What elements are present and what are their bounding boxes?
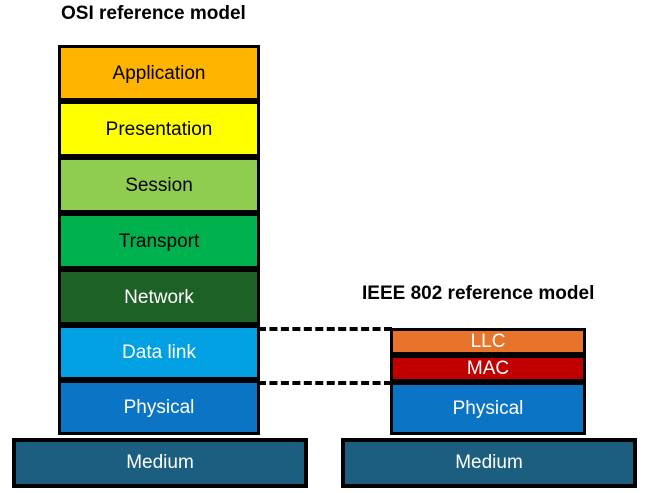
ieee-layer-stack: LLC MAC Physical bbox=[390, 328, 586, 435]
osi-layer-label: Physical bbox=[123, 397, 195, 418]
osi-layer-application: Application bbox=[58, 45, 260, 101]
medium-box-osi: Medium bbox=[12, 438, 308, 488]
osi-layer-session: Session bbox=[58, 157, 260, 213]
osi-layer-label: Network bbox=[124, 286, 194, 308]
osi-layer-label: Data link bbox=[122, 342, 196, 363]
osi-layer-transport: Transport bbox=[58, 213, 260, 269]
medium-label-ieee: Medium bbox=[455, 452, 523, 473]
datalink-top-to-llc-top bbox=[258, 327, 392, 331]
ieee-layer-mac: MAC bbox=[390, 355, 586, 382]
ieee-layer-physical: Physical bbox=[390, 382, 586, 435]
ieee-layer-label: Physical bbox=[452, 398, 524, 419]
ieee-layer-label: MAC bbox=[466, 358, 510, 379]
medium-label-osi: Medium bbox=[126, 452, 194, 473]
osi-layer-physical: Physical bbox=[58, 380, 260, 435]
medium-box-ieee: Medium bbox=[341, 438, 637, 488]
datalink-bottom-to-mac-bottom bbox=[258, 381, 392, 385]
ieee-layer-label: LLC bbox=[470, 331, 506, 352]
osi-layer-label: Presentation bbox=[105, 118, 213, 140]
osi-layer-data-link: Data link bbox=[58, 325, 260, 380]
osi-layer-label: Session bbox=[125, 174, 193, 196]
osi-layer-label: Transport bbox=[118, 230, 200, 252]
ieee-model-title: IEEE 802 reference model bbox=[362, 283, 595, 304]
osi-layer-presentation: Presentation bbox=[58, 101, 260, 157]
osi-layer-network: Network bbox=[58, 269, 260, 325]
ieee-layer-llc: LLC bbox=[390, 328, 586, 355]
osi-model-title: OSI reference model bbox=[61, 3, 246, 24]
osi-layer-label: Application bbox=[112, 62, 206, 84]
